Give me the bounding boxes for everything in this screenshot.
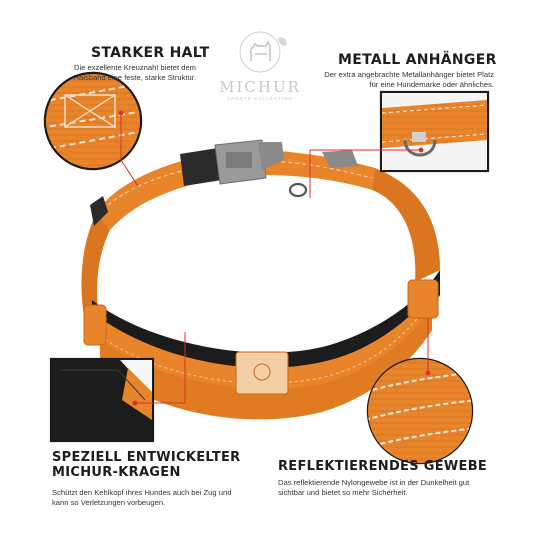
metal-ring-icon — [288, 182, 308, 198]
brand-patch — [235, 351, 289, 395]
brand-wordmark: MICHUR — [219, 78, 301, 96]
zoom-padding-square — [49, 332, 186, 443]
side-loop-left — [83, 304, 107, 346]
brand-subline: SPORTS COLLECTION — [227, 96, 293, 101]
zoom-ring-square — [309, 90, 490, 198]
feature-title-reflektierend: REFLEKTIERENDES GEWEBE — [278, 459, 488, 474]
feature-desc-reflektierend: Das reflektierende Nylongewebe ist in de… — [278, 478, 470, 498]
collar-back-strap — [97, 149, 375, 230]
collar-front-padding — [92, 270, 440, 420]
feature-title-kragen: SPEZIELL ENTWICKELTER MICHUR-KRAGEN — [52, 450, 241, 480]
zoom-reflective-circle — [366, 318, 474, 465]
feature-title-starker-halt: STARKER HALT — [91, 45, 210, 61]
zoom-stitching-circle — [43, 71, 143, 187]
feature-desc-kragen: Schützt den Kehlkopf ihres Hundes auch b… — [52, 488, 232, 508]
brand-logo: MICHUR SPORTS COLLECTION — [218, 28, 302, 108]
strap-keeper — [90, 196, 108, 226]
collar-side-strap — [81, 168, 440, 326]
slide-adjuster-icon — [322, 150, 358, 168]
feature-desc-starker-halt: Die exzellente Kreuznaht bietet dem Hals… — [73, 63, 196, 83]
buckle-icon — [180, 139, 284, 186]
feature-title-metall-anhaenger: METALL ANHÄNGER — [338, 52, 497, 68]
side-loop-right — [407, 279, 439, 319]
dog-silhouette-icon — [239, 31, 287, 73]
feature-desc-metall-anhaenger: Der extra angebrachte Metallanhänger bie… — [324, 70, 494, 90]
